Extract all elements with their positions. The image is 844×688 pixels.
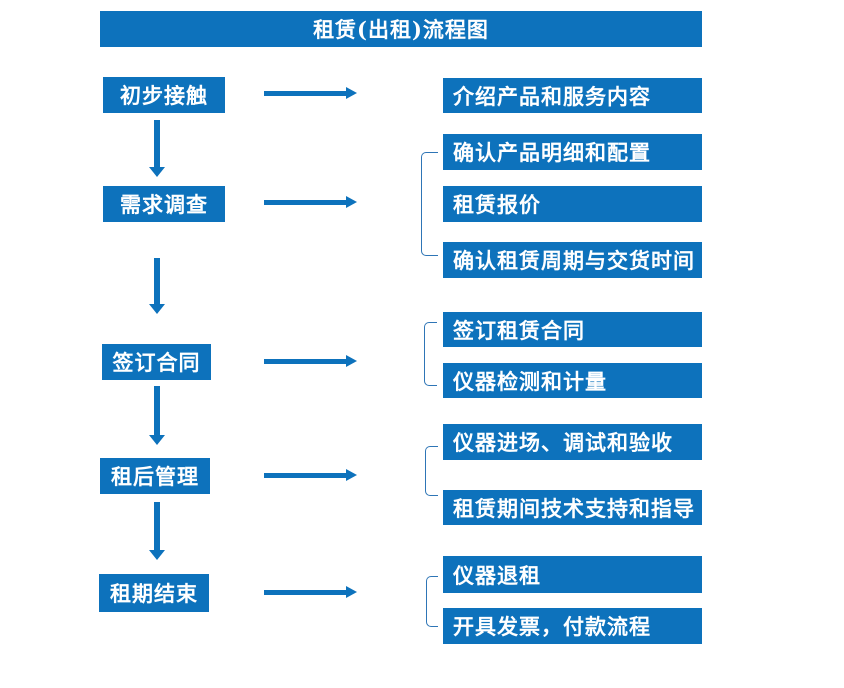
flowchart-title: 租赁(出租)流程图: [100, 11, 702, 47]
down-arrow-4: [149, 502, 165, 560]
detail-instrument-entry-commissioning-acceptance: 仪器进场、调试和验收: [443, 424, 702, 460]
arrow-head-icon: [346, 355, 357, 367]
arrow-shaft: [264, 473, 348, 478]
arrow-shaft: [154, 502, 160, 551]
arrow-head-icon: [149, 167, 165, 177]
detail-invoice-payment-process: 开具发票，付款流程: [443, 608, 702, 644]
arrow-head-icon: [346, 87, 357, 99]
stage-sign-contract: 签订合同: [102, 344, 211, 380]
right-arrow-sign-contract: [264, 355, 357, 368]
right-arrow-post-rental-management: [264, 469, 357, 482]
down-arrow-3: [149, 386, 165, 445]
down-arrow-1: [149, 120, 165, 177]
stage-post-rental-management: 租后管理: [100, 458, 210, 494]
detail-instrument-return: 仪器退租: [443, 556, 702, 593]
arrow-head-icon: [149, 550, 165, 560]
right-arrow-lease-end: [264, 586, 357, 599]
arrow-head-icon: [346, 586, 357, 598]
detail-rental-quotation: 租赁报价: [443, 186, 702, 222]
detail-introduce-products-services: 介绍产品和服务内容: [443, 78, 702, 113]
arrow-head-icon: [346, 469, 357, 481]
bracket-demand-survey-group: [421, 152, 438, 256]
detail-sign-rental-contract: 签订租赁合同: [443, 312, 702, 347]
arrow-head-icon: [149, 435, 165, 445]
detail-confirm-product-details-config: 确认产品明细和配置: [443, 134, 702, 170]
arrow-shaft: [154, 386, 160, 436]
detail-technical-support-guidance: 租赁期间技术支持和指导: [443, 490, 702, 525]
bracket-post-rental-group: [425, 446, 438, 496]
stage-lease-end: 租期结束: [99, 574, 209, 612]
right-arrow-initial-contact: [264, 87, 357, 100]
arrow-shaft: [154, 120, 160, 168]
arrow-shaft: [264, 359, 348, 364]
arrow-shaft: [154, 258, 160, 305]
arrow-head-icon: [346, 196, 357, 208]
bracket-lease-end-group: [426, 576, 438, 627]
arrow-shaft: [264, 200, 348, 205]
stage-demand-survey: 需求调查: [103, 186, 225, 222]
right-arrow-demand-survey: [264, 196, 357, 209]
arrow-head-icon: [149, 304, 165, 314]
stage-initial-contact: 初步接触: [103, 77, 225, 113]
detail-instrument-testing-metering: 仪器检测和计量: [443, 363, 702, 398]
arrow-shaft: [264, 590, 348, 595]
down-arrow-2: [149, 258, 165, 314]
detail-confirm-rental-period-delivery: 确认租赁周期与交货时间: [443, 242, 702, 278]
bracket-sign-contract-group: [424, 322, 437, 386]
arrow-shaft: [264, 91, 348, 96]
